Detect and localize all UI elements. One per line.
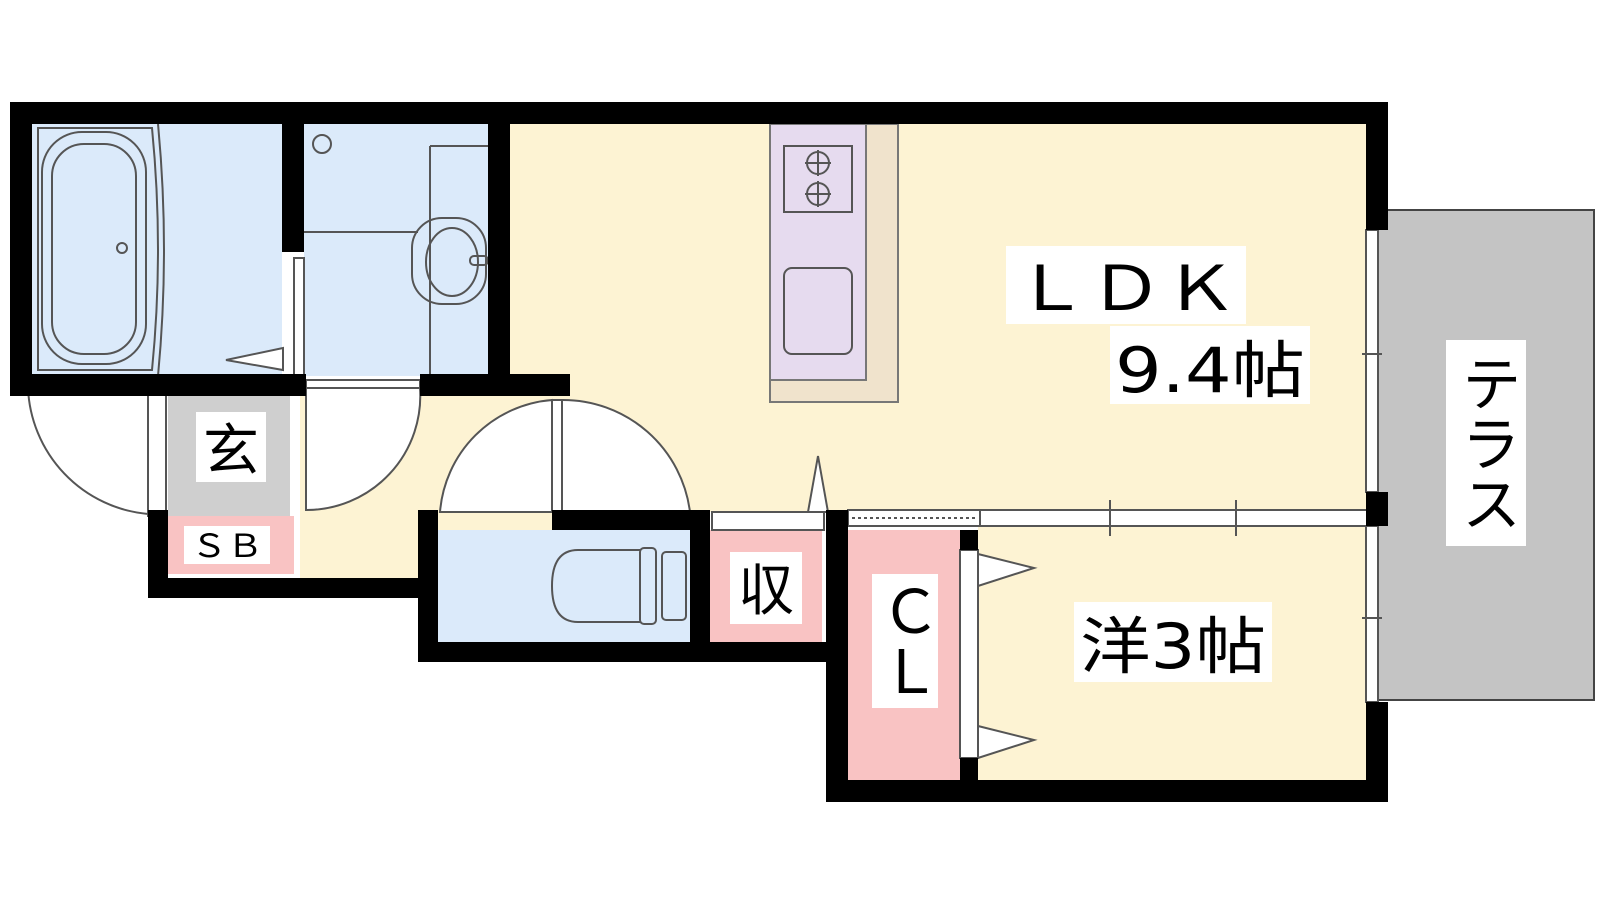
ldk-size-label: 9.4帖 [1115, 334, 1305, 407]
washroom-floor [304, 122, 488, 376]
stove [783, 145, 853, 213]
western-room-label: 洋3帖 [1080, 610, 1266, 683]
bathtub-icon [37, 123, 165, 377]
terrace-window[interactable] [1362, 229, 1382, 703]
ldk-label: ＬＤＫ [1014, 252, 1238, 325]
closet-label-group: ＣＬ [870, 574, 940, 708]
washbasin-icon [304, 134, 489, 376]
burner-icon [805, 150, 831, 207]
western-room-label-group: 洋3帖 [1074, 602, 1272, 683]
storage-label: 収 [738, 559, 794, 624]
kitchen-sink [783, 267, 853, 355]
entrance-label: 玄 [203, 419, 259, 484]
shoe-box-label: ＳＢ [191, 527, 263, 565]
bath-door[interactable] [225, 346, 284, 372]
storage-door-frame [711, 511, 825, 531]
toilet-icon [550, 547, 687, 625]
terrace-label-group: テラス [1446, 340, 1526, 546]
ldk-label-group: ＬＤＫ 9.4帖 [1006, 246, 1310, 407]
toilet-floor [438, 530, 690, 642]
entry-door-swing[interactable] [27, 387, 167, 517]
storage-label-group: 収 [730, 552, 802, 624]
walls [10, 102, 1388, 802]
terrace-label: テラス [1451, 353, 1521, 533]
closet-doors[interactable] [959, 549, 1038, 760]
washroom-door-swing[interactable] [305, 379, 422, 512]
toilet-door-swing[interactable] [438, 398, 692, 513]
entrance-label-group: 玄 [196, 412, 266, 484]
closet-label: ＣＬ [870, 581, 940, 701]
hall-opening-frame [293, 257, 305, 377]
shoe-box-label-group: ＳＢ [184, 526, 270, 565]
